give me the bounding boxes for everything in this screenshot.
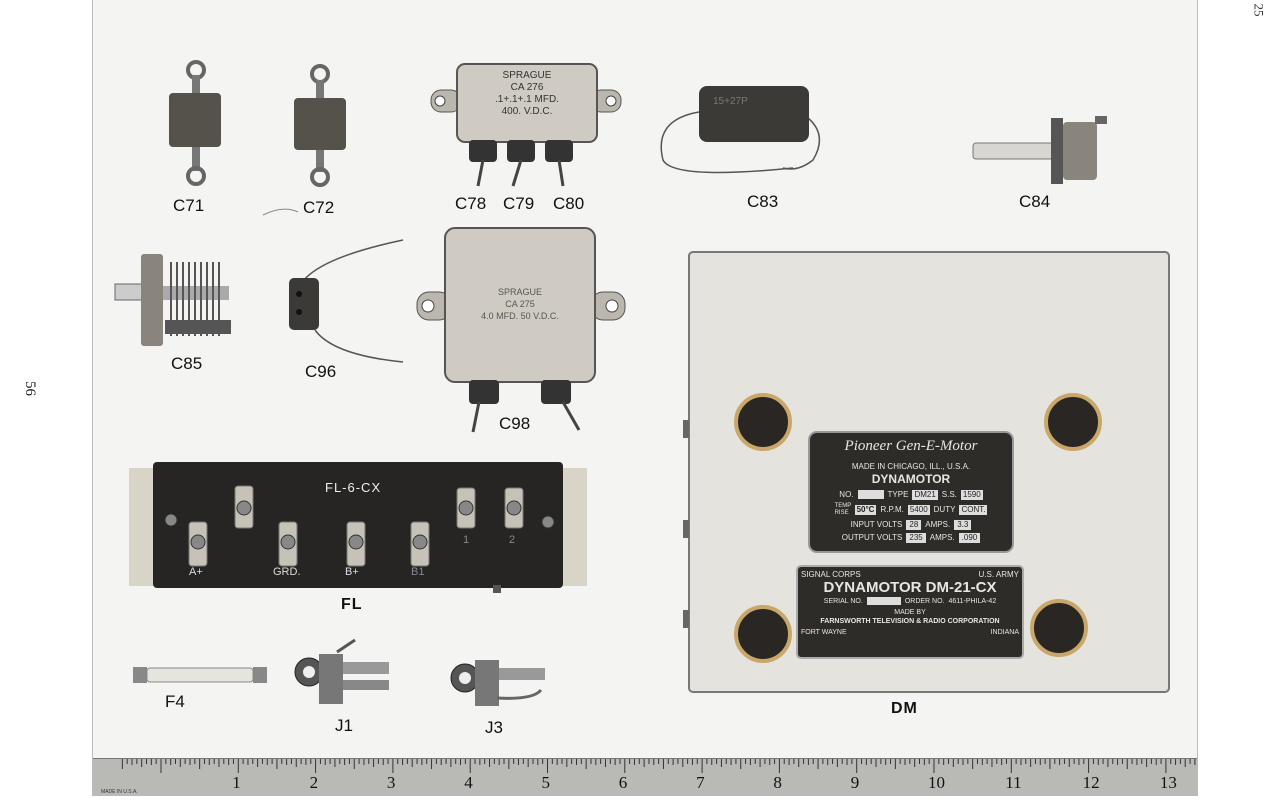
ruler-number: 5 bbox=[541, 773, 551, 792]
label-f4: F4 bbox=[165, 692, 185, 711]
nameplate-bottom: SIGNAL CORPS U.S. ARMY DYNAMOTOR DM-21-C… bbox=[801, 570, 1019, 637]
nameplate-no-box bbox=[857, 490, 884, 499]
ruler-number: 13 bbox=[1159, 773, 1177, 792]
nameplate-order-label: ORDER NO. bbox=[904, 598, 945, 605]
filter-terminal-2: 2 bbox=[509, 534, 516, 546]
ruler-maker-mark: MADE IN U.S.A. bbox=[101, 789, 138, 795]
parts-illustration bbox=[114, 60, 1170, 706]
ruler-number: 1 bbox=[232, 773, 241, 792]
nameplate-made-in: MADE IN CHICAGO, ILL., U.S.A. bbox=[851, 462, 971, 471]
nameplate-serial-label: SERIAL NO. bbox=[823, 598, 863, 605]
filter-terminal-b-plus: B+ bbox=[345, 566, 359, 578]
nameplate-duty-value: CONT. bbox=[959, 505, 988, 515]
ruler-number: 3 bbox=[386, 773, 396, 792]
capacitor-c72 bbox=[294, 64, 346, 187]
label-c72: C72 bbox=[303, 198, 335, 217]
nameplate-state: INDIANA bbox=[990, 629, 1019, 636]
nameplate-model: DYNAMOTOR DM-21-CX bbox=[823, 579, 997, 596]
label-c84: C84 bbox=[1019, 192, 1051, 211]
filter-title-text: FL-6-CX bbox=[325, 480, 382, 495]
ruler-number: 6 bbox=[618, 773, 628, 792]
ruler-number: 9 bbox=[850, 773, 860, 792]
nameplate-top: Pioneer Gen-E-Motor MADE IN CHICAGO, ILL… bbox=[813, 436, 1009, 543]
nameplate-input-amps-value: 3.3 bbox=[954, 520, 972, 530]
nameplate-brand: Pioneer Gen-E-Motor bbox=[844, 438, 978, 454]
parts-photo-plate: SPRAGUE CA 276 .1+.1+.1 MFD. 400. V.D.C.… bbox=[92, 0, 1198, 796]
nameplate-order-value: 4611-PHILA-42 bbox=[948, 598, 997, 605]
c78-model-text: CA 276 bbox=[510, 82, 544, 93]
nameplate-product: DYNAMOTOR bbox=[871, 472, 951, 486]
nameplate-us-army: U.S. ARMY bbox=[978, 570, 1019, 579]
nameplate-duty-label: DUTY bbox=[933, 505, 956, 514]
nameplate-ss-label: S.S. bbox=[941, 490, 957, 499]
label-c98: C98 bbox=[499, 414, 531, 433]
right-page-number: 25 bbox=[1251, 3, 1267, 17]
label-j1: J1 bbox=[335, 716, 353, 735]
nameplate-output-amps-value: .090 bbox=[958, 533, 981, 543]
label-c78: C78 bbox=[455, 194, 487, 213]
label-c71: C71 bbox=[173, 196, 205, 215]
filter-terminal-a-plus: A+ bbox=[189, 566, 203, 578]
c78-capacitance-text: .1+.1+.1 MFD. bbox=[495, 94, 559, 105]
nameplate-input-volts-label: INPUT VOLTS bbox=[850, 520, 903, 529]
c78-brand-text: SPRAGUE bbox=[502, 70, 552, 81]
capacitor-c78-c80 bbox=[430, 63, 622, 187]
dynamotor-dm bbox=[493, 251, 1170, 693]
nameplate-type-label: TYPE bbox=[887, 490, 909, 499]
capacitor-c83 bbox=[660, 86, 821, 174]
c98-model-text: CA 275 bbox=[505, 299, 535, 309]
left-page-number: 56 bbox=[22, 381, 38, 396]
variable-capacitor-c85 bbox=[114, 254, 231, 346]
capacitor-c98 bbox=[416, 227, 626, 433]
c83-marking-text: 15+27P bbox=[713, 96, 748, 107]
inch-ruler: MADE IN U.S.A. 1234567891011121314 bbox=[93, 758, 1197, 796]
nameplate-rpm-value: 5400 bbox=[907, 505, 930, 515]
nameplate-input-volts-value: 28 bbox=[906, 520, 922, 530]
jack-j3 bbox=[450, 660, 545, 706]
ruler-number: 12 bbox=[1082, 773, 1100, 792]
label-c80: C80 bbox=[553, 194, 585, 213]
nameplate-temp-value: 50°C bbox=[854, 505, 877, 515]
filter-terminal-b1: B1 bbox=[411, 566, 425, 578]
nameplate-rpm-label: R.P.M. bbox=[880, 505, 904, 514]
label-c79: C79 bbox=[503, 194, 535, 213]
jack-j1 bbox=[294, 638, 389, 704]
capacitor-c96 bbox=[289, 239, 404, 363]
ruler-number: 2 bbox=[309, 773, 319, 792]
fuse-f4 bbox=[133, 667, 267, 683]
ruler-number: 8 bbox=[773, 773, 782, 792]
filter-terminal-1: 1 bbox=[463, 534, 470, 546]
nameplate-no-label: NO. bbox=[839, 490, 854, 499]
filter-fl bbox=[129, 462, 587, 588]
ruler-number: 10 bbox=[928, 773, 945, 792]
capacitor-c71 bbox=[169, 60, 221, 186]
label-dm: DM bbox=[891, 700, 918, 717]
potentiometer-c84 bbox=[972, 116, 1107, 184]
nameplate-output-volts-label: OUTPUT VOLTS bbox=[841, 533, 903, 542]
c98-brand-text: SPRAGUE bbox=[497, 287, 542, 297]
nameplate-city: FORT WAYNE bbox=[801, 629, 847, 636]
nameplate-made-by: MADE BY bbox=[894, 609, 926, 616]
label-c83: C83 bbox=[747, 192, 779, 211]
nameplate-signal-corps: SIGNAL CORPS bbox=[801, 570, 861, 579]
nameplate-output-amps-label: AMPS. bbox=[929, 533, 955, 542]
filter-terminal-grd: GRD. bbox=[273, 566, 301, 578]
nameplate-type-value: DM21 bbox=[912, 490, 938, 500]
ruler-number: 7 bbox=[696, 773, 705, 792]
nameplate-output-volts-value: 235 bbox=[906, 533, 926, 543]
label-c96: C96 bbox=[305, 362, 337, 381]
c78-voltage-text: 400. V.D.C. bbox=[501, 106, 553, 117]
label-c85: C85 bbox=[171, 354, 203, 373]
nameplate-ss-value: 1590 bbox=[960, 490, 983, 500]
nameplate-temp-label: TEMP RISE bbox=[834, 503, 852, 516]
ruler-number: 4 bbox=[464, 773, 473, 792]
nameplate-serial-box bbox=[866, 597, 901, 605]
ruler-ticks bbox=[121, 759, 1196, 773]
c98-rating-text: 4.0 MFD. 50 V.D.C. bbox=[481, 311, 559, 321]
label-j3: J3 bbox=[485, 718, 503, 737]
nameplate-maker: FARNSWORTH TELEVISION & RADIO CORPORATIO… bbox=[820, 618, 1000, 625]
ruler-number: 11 bbox=[1005, 773, 1022, 792]
label-fl: FL bbox=[341, 596, 363, 613]
nameplate-input-amps-label: AMPS. bbox=[925, 520, 951, 529]
